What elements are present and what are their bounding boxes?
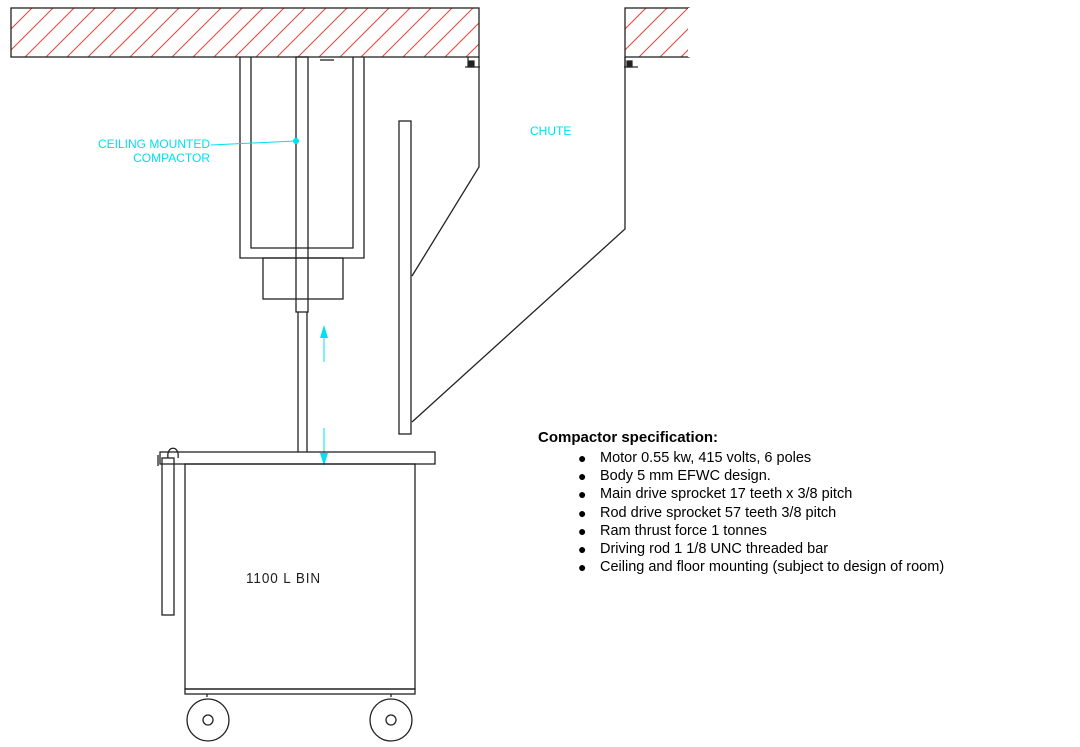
- chute-bracket-left: [465, 57, 480, 68]
- hatch-line: [723, 8, 772, 57]
- hatch-line: [339, 8, 390, 57]
- hatch-line: [625, 8, 626, 9]
- bullet-icon: ●: [578, 504, 587, 521]
- hatch-line: [192, 8, 243, 57]
- hatch-line: [11, 8, 12, 9]
- specification-list: ●Motor 0.55 kw, 415 volts, 6 poles ●Body…: [538, 449, 1078, 576]
- compactor-label-line2: COMPACTOR: [133, 151, 210, 165]
- bin-wheel-right: [369, 694, 413, 742]
- up-arrow-icon: [320, 325, 328, 362]
- spec-item: ●Rod drive sprocket 57 teeth 3/8 pitch: [578, 504, 837, 521]
- bullet-icon: ●: [578, 450, 587, 466]
- ceiling-slab-left: [10, 7, 557, 58]
- compactor-leader-line: [210, 138, 299, 146]
- hatch-line: [318, 8, 369, 57]
- spec-item: ●Body 5 mm EFWC design.: [578, 468, 771, 485]
- chute-bracket-right: [624, 57, 638, 68]
- hatch-line: [360, 8, 411, 57]
- chute-label: CHUTE: [530, 124, 572, 138]
- spec-item: ●Driving rod 1 1/8 UNC threaded bar: [578, 541, 829, 558]
- specification-title: Compactor specification:: [538, 429, 719, 446]
- hatch-line: [702, 8, 751, 57]
- hatch-line: [234, 8, 285, 57]
- bin: [157, 447, 436, 695]
- hatch-line: [297, 8, 348, 57]
- specification-block: Compactor specification: ●Motor 0.55 kw,…: [538, 428, 1078, 576]
- hatch-line: [625, 8, 647, 30]
- compactor-housing: [239, 57, 365, 300]
- down-arrow-icon: [320, 428, 328, 466]
- bullet-icon: ●: [578, 486, 587, 503]
- hatch-line: [402, 8, 453, 57]
- hatch-line: [108, 8, 159, 57]
- hatch-line: [171, 8, 222, 57]
- spec-item: ●Motor 0.55 kw, 415 volts, 6 poles: [578, 450, 812, 466]
- bin-wheel-left: [186, 694, 230, 742]
- chute-door-panel: [398, 120, 412, 435]
- compactor-label-line1: CEILING MOUNTED: [97, 137, 210, 151]
- compactor-label: CEILING MOUNTED COMPACTOR: [60, 137, 210, 165]
- bin-label: 1100 L BIN: [246, 570, 322, 587]
- hatch-line: [45, 8, 96, 57]
- hatch-line: [276, 8, 327, 57]
- drive-rod: [295, 56, 309, 452]
- hatch-line: [487, 8, 536, 57]
- hatch-line: [129, 8, 180, 57]
- hatch-line: [625, 8, 668, 51]
- hatch-line: [213, 8, 264, 57]
- bullet-icon: ●: [578, 468, 587, 485]
- hatch-line: [255, 8, 306, 57]
- bullet-icon: ●: [578, 541, 587, 558]
- chute-wall-left: [411, 57, 480, 277]
- hatch-line: [24, 8, 75, 57]
- hatch-line: [423, 8, 474, 57]
- hatch-line: [381, 8, 432, 57]
- spec-item: ●Main drive sprocket 17 teeth x 3/8 pitc…: [578, 486, 853, 503]
- bullet-icon: ●: [578, 559, 587, 576]
- hatch-line: [87, 8, 138, 57]
- hatch-line: [465, 43, 479, 57]
- spec-item: ●Ram thrust force 1 tonnes: [578, 522, 767, 539]
- hatch-line: [11, 8, 54, 51]
- chute-wall-right: [411, 57, 626, 423]
- hatch-line: [66, 8, 117, 57]
- hatch-line: [444, 22, 479, 57]
- hatch-line: [659, 27, 689, 57]
- bullet-icon: ●: [578, 522, 587, 539]
- ceiling-slab-right: [624, 7, 772, 58]
- hatch-line: [638, 8, 689, 57]
- spec-item: ●Ceiling and floor mounting (subject to …: [578, 559, 945, 576]
- hatch-line: [150, 8, 201, 57]
- hatch-line: [11, 8, 33, 30]
- hatch-line: [508, 8, 557, 57]
